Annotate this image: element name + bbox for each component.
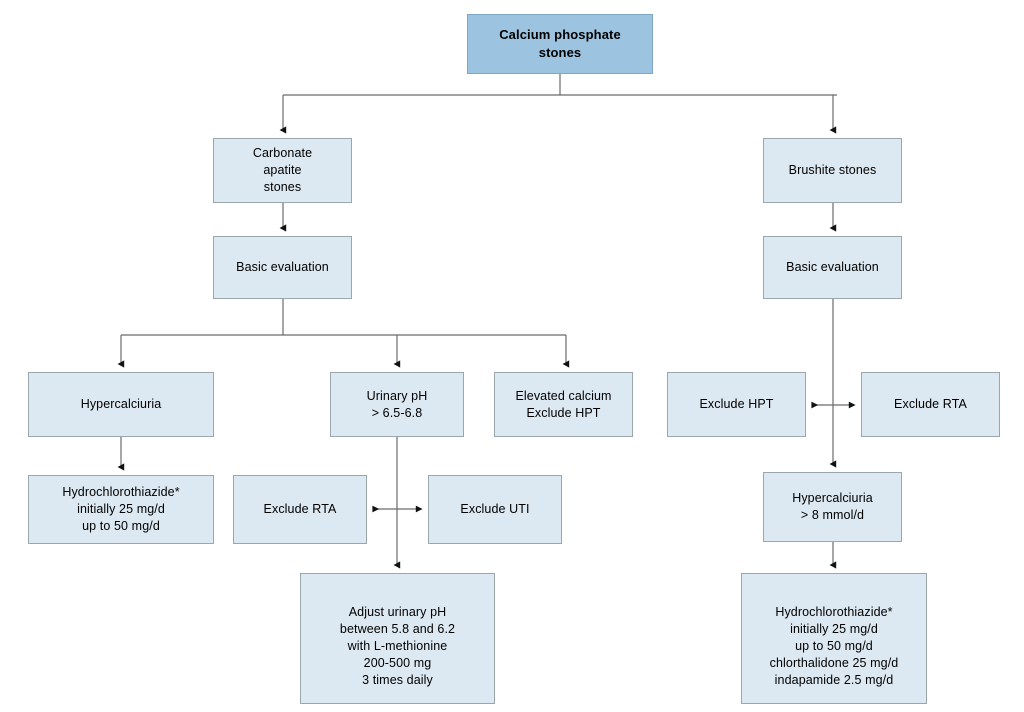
node-exclude-rta-middle[interactable]: Exclude RTA (233, 475, 367, 544)
node-elevated-calcium-exclude-hpt[interactable]: Elevated calcium Exclude HPT (494, 372, 633, 437)
node-hydrochlorothiazide-left[interactable]: Hydrochlorothiazide* initially 25 mg/d u… (28, 475, 214, 544)
node-calcium-phosphate-stones[interactable]: Calcium phosphate stones (467, 14, 653, 74)
node-exclude-rta-right[interactable]: Exclude RTA (861, 372, 1000, 437)
node-exclude-uti[interactable]: Exclude UTI (428, 475, 562, 544)
node-hydrochlorothiazide-right[interactable]: Hydrochlorothiazide* initially 25 mg/d u… (741, 573, 927, 704)
node-exclude-hpt-right[interactable]: Exclude HPT (667, 372, 806, 437)
node-hypercalciuria-right[interactable]: Hypercalciuria > 8 mmol/d (763, 472, 902, 542)
node-carbonate-apatite-stones[interactable]: Carbonate apatite stones (213, 138, 352, 203)
node-basic-evaluation-left[interactable]: Basic evaluation (213, 236, 352, 299)
node-adjust-urinary-ph[interactable]: Adjust urinary pH between 5.8 and 6.2 wi… (300, 573, 495, 704)
node-brushite-stones[interactable]: Brushite stones (763, 138, 902, 203)
node-urinary-ph[interactable]: Urinary pH > 6.5-6.8 (330, 372, 464, 437)
node-basic-evaluation-right[interactable]: Basic evaluation (763, 236, 902, 299)
node-hypercalciuria-left[interactable]: Hypercalciuria (28, 372, 214, 437)
